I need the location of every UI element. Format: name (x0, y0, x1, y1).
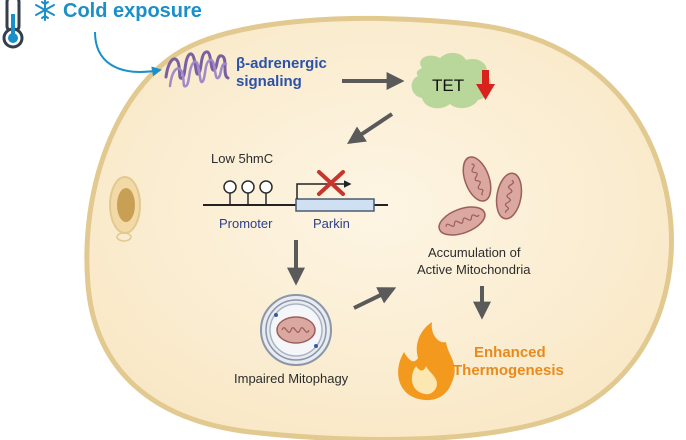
nucleus-icon (109, 176, 141, 242)
title-cold-exposure: Cold exposure (63, 0, 202, 22)
thermometer-icon (2, 0, 24, 49)
snowflake-icon (35, 0, 55, 21)
cross-icon (317, 170, 345, 196)
signaling-line2: signaling (236, 73, 302, 90)
accumulation-line1: Accumulation of (428, 245, 521, 260)
signaling-line1: β-adrenergic (236, 55, 327, 72)
flame-icon (398, 322, 455, 401)
parkin-gene-box (295, 198, 375, 212)
cold-arrow (94, 31, 162, 77)
arrow-mitophagy-to-accumulation (353, 287, 397, 310)
mitochondria-cluster (438, 156, 523, 236)
mitochondrion-icon (438, 206, 486, 236)
hydroxymethyl-marks (223, 180, 273, 205)
arrow-tet-to-gene (347, 112, 394, 144)
mitochondrion-icon (462, 156, 492, 202)
tet-label: TET (432, 76, 464, 95)
parkin-label: Parkin (313, 216, 350, 231)
promoter-label: Promoter (219, 216, 273, 231)
thermogenesis-line1: Enhanced (474, 344, 546, 361)
mitochondrion-icon (495, 172, 523, 220)
accumulation-line2: Active Mitochondria (417, 262, 531, 277)
receptor-icon (164, 50, 230, 88)
down-arrow-icon (476, 70, 495, 100)
mitophagy-label: Impaired Mitophagy (234, 371, 349, 386)
tet-blob (411, 52, 492, 109)
thermogenesis-line2: Thermogenesis (453, 362, 564, 379)
autophagosome-icon (260, 294, 332, 366)
adipocyte-cell (84, 15, 674, 440)
mitochondrion-icon (276, 316, 316, 344)
methylation-label: Low 5hmC (211, 151, 273, 166)
